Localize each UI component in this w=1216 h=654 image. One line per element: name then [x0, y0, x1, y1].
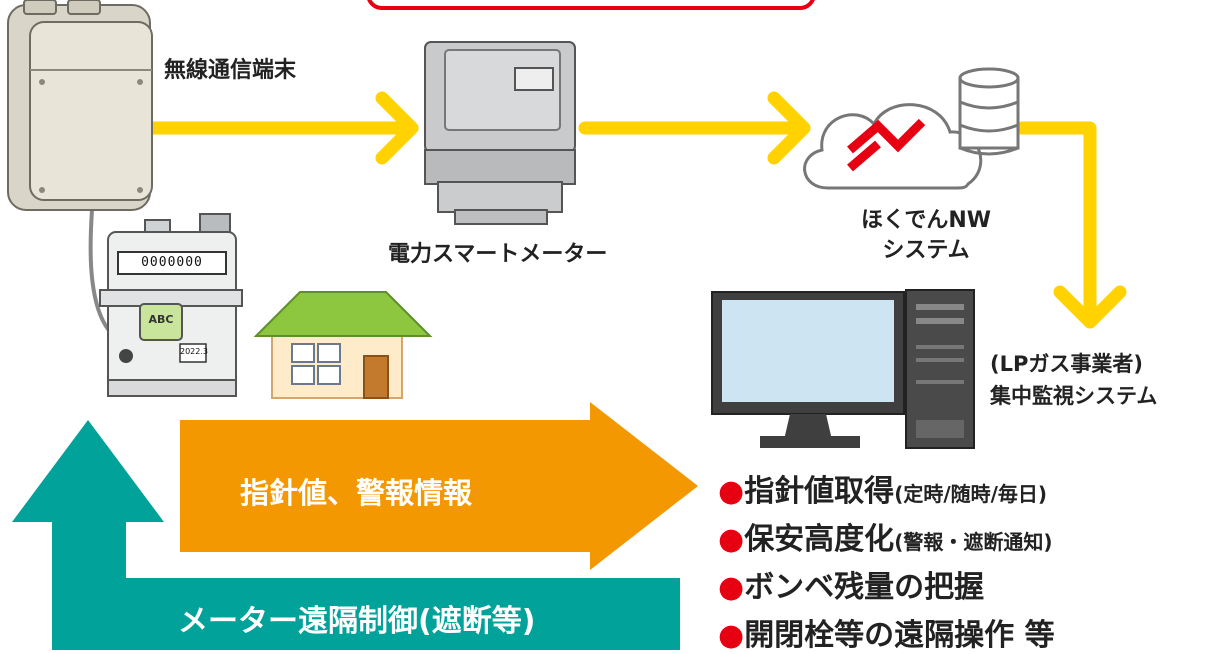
bullet-icon: ● — [718, 570, 745, 605]
wireless-terminal-label: 無線通信端末 — [164, 58, 297, 83]
feature-main: 保安高度化 — [744, 522, 895, 557]
teal-arrow-label: メーター遠隔制御(遮断等) — [178, 604, 536, 639]
gas-meter-counter: 0000000 — [141, 255, 203, 270]
orange-arrow-label: 指針値、警報情報 — [240, 476, 473, 510]
gas-meter-year: 2022.3 — [180, 347, 208, 356]
feature-sub: (定時/随時/毎日) — [894, 482, 1048, 506]
nw-system-label-line2: システム — [882, 238, 970, 263]
smart-meter-label: 電力スマートメーター — [388, 242, 608, 267]
feature-main: 開閉栓等の遠隔操作 等 — [744, 618, 1055, 653]
wireless-terminal-device — [7, 0, 153, 342]
feature-item-reading: ●指針値取得(定時/随時/毎日) — [718, 466, 1047, 510]
bullet-icon: ● — [718, 618, 745, 653]
smart-meter-device — [424, 41, 576, 225]
cloud-system-icon — [803, 103, 983, 190]
yellow-flow-arrows — [143, 91, 1127, 329]
feature-item-remote: ●開閉栓等の遠隔操作 等 — [718, 610, 1055, 654]
orange-data-arrow — [180, 402, 698, 570]
gas-meter-display-text: ABC — [148, 313, 174, 326]
feature-main: ボンベ残量の把握 — [744, 570, 985, 605]
house-illustration — [253, 291, 433, 399]
monitoring-computer — [711, 289, 975, 449]
feature-item-cylinder: ●ボンベ残量の把握 — [718, 562, 984, 606]
database-icon — [958, 67, 1020, 156]
feature-sub: (警報・遮断通知) — [894, 530, 1053, 554]
feature-main: 指針値取得 — [744, 474, 895, 509]
bullet-icon: ● — [718, 474, 745, 509]
central-monitoring-label: 集中監視システム — [990, 384, 1158, 408]
bullet-icon: ● — [718, 522, 745, 557]
gas-meter-device — [99, 213, 243, 397]
lp-operator-label: (LPガス事業者) — [990, 352, 1143, 376]
teal-control-arrow — [12, 420, 680, 650]
feature-item-safety: ●保安高度化(警報・遮断通知) — [718, 514, 1052, 558]
nw-system-label-line1: ほくでんNW — [860, 208, 992, 233]
top-banner-edge — [367, 0, 815, 10]
